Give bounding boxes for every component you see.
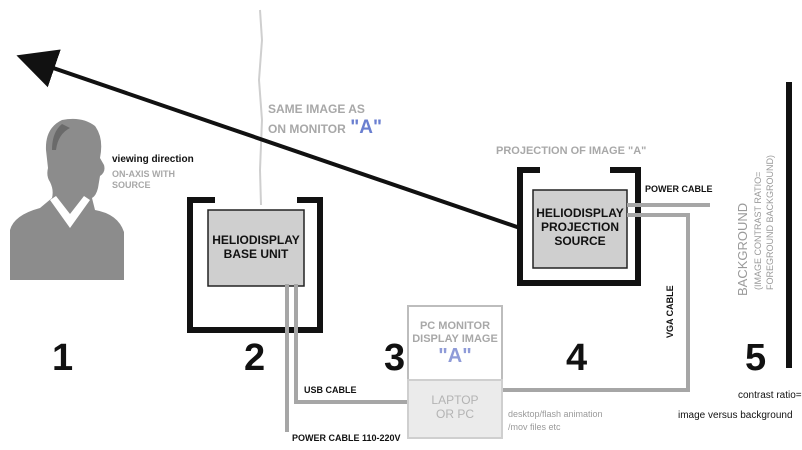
step-number-4: 4 [566,337,588,379]
step-number-1: 1 [52,337,74,379]
background-bar [786,82,792,368]
contrast-ratio-label: contrast ratio= [738,390,802,401]
pc-monitor-line1: PC MONITOR [419,319,491,332]
main-power-cable-label: POWER CABLE 110-220V [292,433,401,443]
usb-cable-label: USB CABLE [304,385,357,395]
pc-monitor-line3: "A" [438,345,472,368]
vga-cable-label: VGA CABLE [665,285,675,338]
pc-monitor-line2: DISPLAY IMAGE [412,332,498,345]
base-unit-line2: BASE UNIT [223,247,289,261]
contrast-ratio-detail: image versus background [678,410,793,421]
on-monitor-label: ON MONITOR "A" [268,117,382,139]
viewer-silhouette-icon [10,118,124,280]
projection-source-bracket [517,167,641,286]
projection-line2: PROJECTION [540,220,619,235]
laptop-note-1: desktop/flash animation [508,409,603,419]
step-number-3: 3 [384,337,406,379]
projection-title: PROJECTION OF IMAGE "A" [496,145,647,157]
laptop-line2: OR PC [435,407,474,421]
background-label: BACKGROUND [735,202,750,296]
base-unit-line1: HELIODISPLAY [212,233,300,248]
laptop-line1: LAPTOP [431,393,479,408]
same-image-label: SAME IMAGE AS [268,102,365,116]
projection-source-label: HELIODISPLAY PROJECTION SOURCE [533,204,627,252]
base-unit-label: HELIODISPLAY BASE UNIT [208,232,304,264]
top-divider-line [257,9,264,206]
step-number-5: 5 [745,337,767,379]
viewing-direction-arrow [16,49,521,230]
projection-line1: HELIODISPLAY [536,206,624,221]
background-sub-2: FOREGROUND BACKGROUND) [765,154,775,290]
laptop-label: LAPTOP OR PC [408,388,502,428]
base-unit-bracket [187,197,323,333]
projection-line3: SOURCE [554,233,606,248]
vga-cable [502,215,690,392]
power-cable-label: POWER CABLE [645,184,713,194]
laptop-note-2: /mov files etc [508,422,561,432]
source-label: SOURCE [112,180,151,190]
on-axis-label: ON-AXIS WITH [112,169,175,179]
image-a-label: "A" [350,117,382,138]
base-unit-box [207,209,305,287]
projection-source-box [532,189,628,269]
usb-cable [294,284,408,404]
laptop-box [407,379,503,439]
background-sub-1: (IMAGE CONTRAST RATIO= [753,171,763,290]
pc-monitor-box [407,305,503,381]
on-monitor-text: ON MONITOR [268,122,346,136]
pc-monitor-label: PC MONITOR DISPLAY IMAGE "A" [408,312,502,376]
viewing-direction-label: viewing direction [112,154,194,165]
step-number-2: 2 [244,337,266,379]
